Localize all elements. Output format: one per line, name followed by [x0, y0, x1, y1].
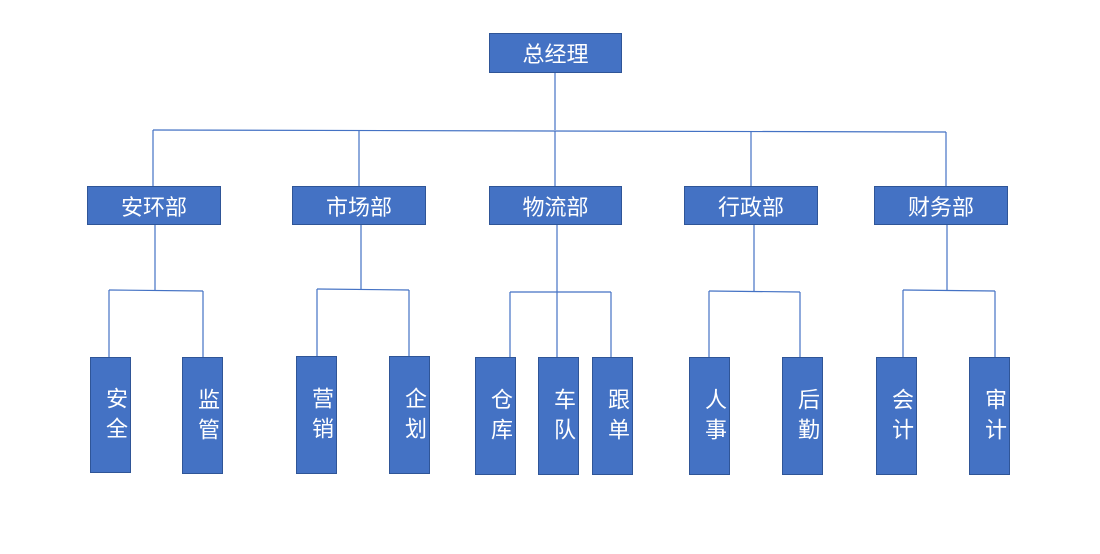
- unit-label: 会计: [888, 388, 913, 448]
- department-node: 物流部: [489, 186, 622, 225]
- unit-node: 后勤: [782, 357, 823, 475]
- unit-label: 营销: [308, 387, 333, 447]
- connector: [152, 129, 947, 133]
- unit-node: 营销: [296, 356, 337, 474]
- department-label: 市场部: [325, 195, 392, 221]
- unit-label: 人事: [701, 388, 726, 448]
- unit-label: 安全: [102, 387, 127, 447]
- root-node: 总经理: [489, 33, 622, 73]
- unit-node: 安全: [90, 357, 131, 473]
- unit-label: 车队: [550, 388, 575, 448]
- unit-node: 人事: [689, 357, 730, 475]
- department-label: 财务部: [907, 195, 974, 221]
- unit-label: 仓库: [487, 388, 512, 448]
- unit-label: 监管: [194, 387, 219, 448]
- department-label: 物流部: [522, 195, 589, 221]
- department-node: 安环部: [87, 186, 221, 225]
- unit-label: 后勤: [794, 388, 819, 448]
- connector: [708, 290, 801, 293]
- connector: [316, 288, 410, 291]
- department-node: 财务部: [874, 186, 1008, 225]
- unit-node: 仓库: [475, 357, 516, 475]
- unit-label: 跟单: [604, 388, 629, 448]
- unit-node: 监管: [182, 357, 223, 474]
- unit-label: 审计: [981, 388, 1006, 448]
- unit-node: 会计: [876, 357, 917, 475]
- connector: [902, 289, 996, 292]
- unit-node: 审计: [969, 357, 1010, 475]
- unit-node: 车队: [538, 357, 579, 475]
- root-label: 总经理: [522, 43, 589, 68]
- department-label: 行政部: [717, 195, 784, 221]
- unit-node: 企划: [389, 356, 430, 474]
- department-node: 行政部: [684, 186, 818, 225]
- unit-node: 跟单: [592, 357, 633, 475]
- department-node: 市场部: [292, 186, 426, 225]
- department-label: 安环部: [120, 195, 187, 221]
- unit-label: 企划: [401, 387, 426, 447]
- connector: [108, 289, 204, 292]
